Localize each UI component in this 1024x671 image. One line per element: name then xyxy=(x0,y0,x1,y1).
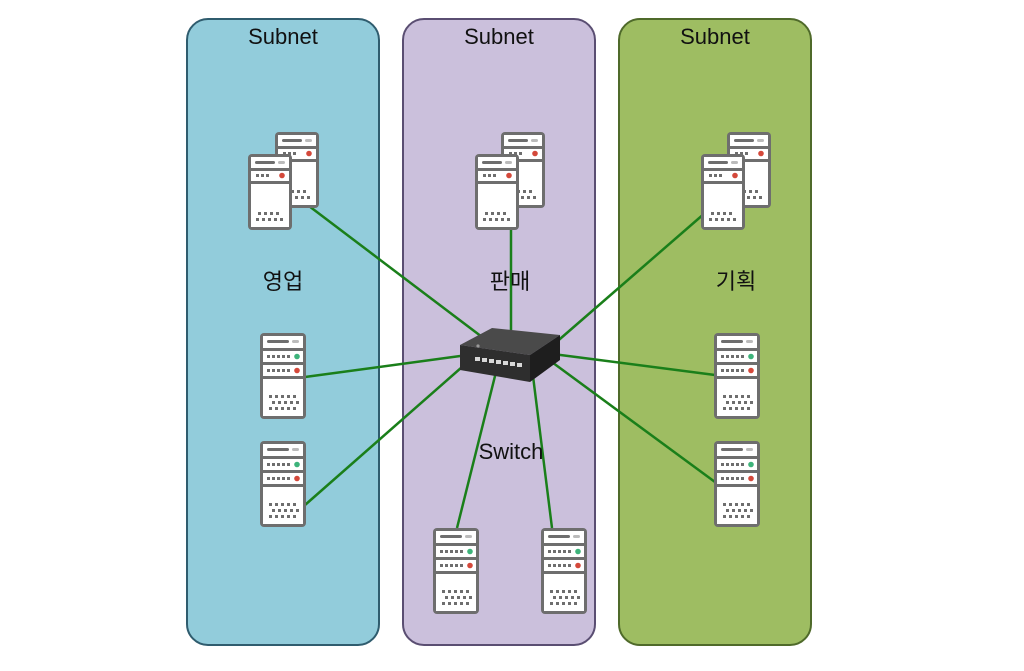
server-icon xyxy=(701,154,745,230)
subnet-panel-sales: Subnet xyxy=(186,18,380,646)
link xyxy=(304,352,476,379)
switch-label: Switch xyxy=(478,439,544,464)
server-icon xyxy=(248,154,292,230)
link xyxy=(544,355,716,484)
link xyxy=(304,202,491,344)
subnet-title: Subnet xyxy=(680,24,750,49)
subnet-name-sales: 영업 xyxy=(262,269,304,294)
link xyxy=(544,351,716,377)
link xyxy=(552,212,706,346)
subnet-name-planning: 기획 xyxy=(715,269,757,294)
server-icon xyxy=(475,154,519,230)
network-switch-icon xyxy=(460,328,560,382)
subnet-title: Subnet xyxy=(464,24,534,49)
server-icon xyxy=(260,441,306,527)
server-icon xyxy=(714,333,760,419)
links xyxy=(304,202,716,529)
link xyxy=(455,367,499,529)
server-icon xyxy=(541,528,587,614)
subnet-name-selling: 판매 xyxy=(489,269,531,294)
server-icon xyxy=(260,333,306,419)
subnet-title: Subnet xyxy=(248,24,318,49)
link xyxy=(304,359,471,506)
subnet-panel-planning: Subnet xyxy=(618,18,812,646)
server-icon xyxy=(433,528,479,614)
server-icon xyxy=(714,441,760,527)
link xyxy=(530,367,554,529)
